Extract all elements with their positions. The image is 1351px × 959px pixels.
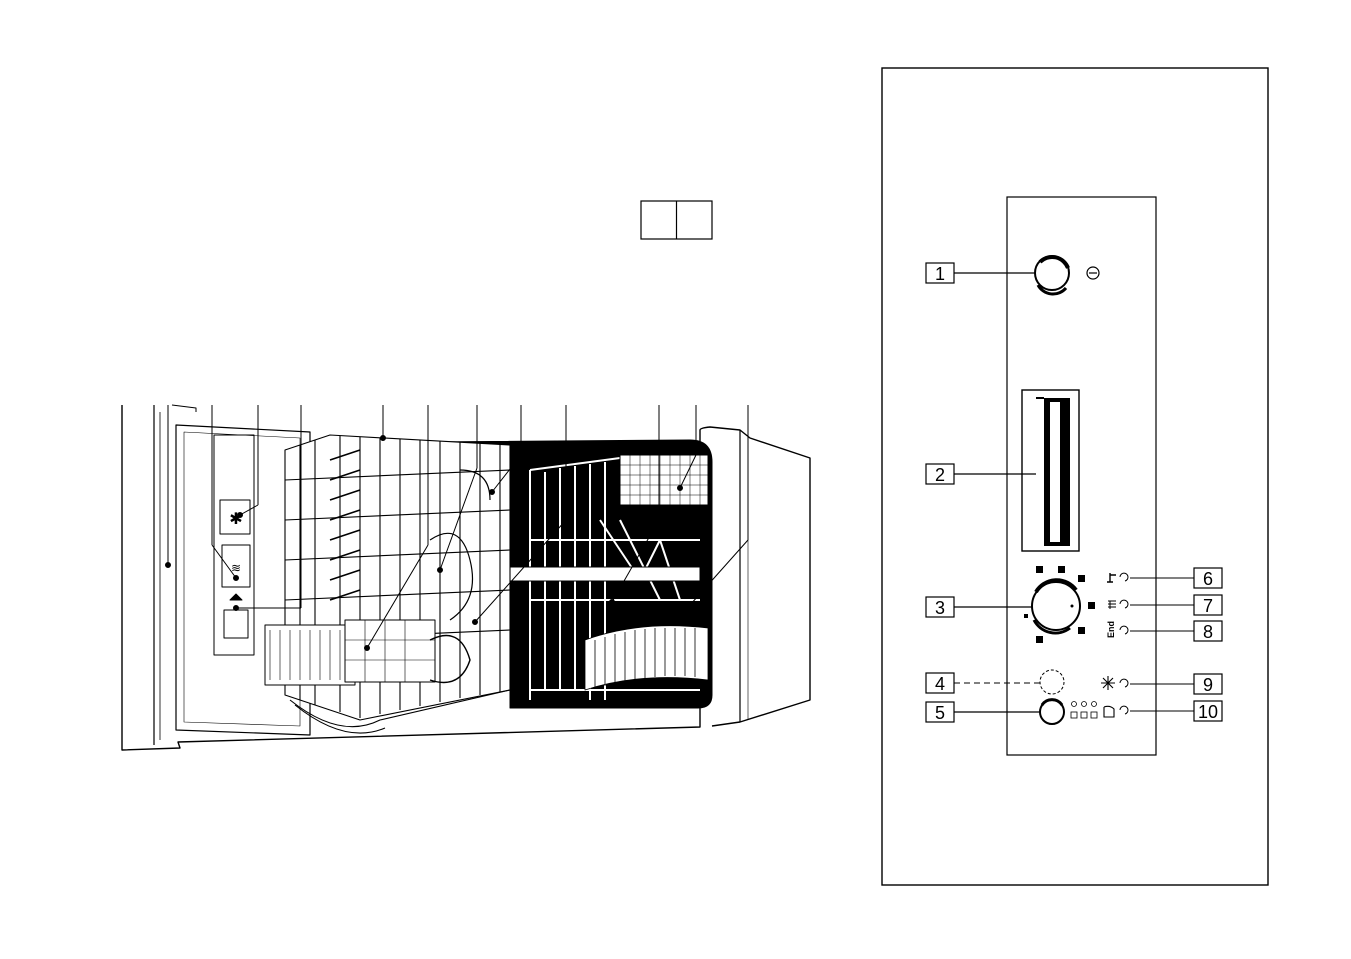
callout-7-label: 7: [1203, 596, 1213, 616]
program-display: [1022, 390, 1079, 551]
dishwasher-cutlery-basket-top: [620, 455, 708, 505]
indicator-end-label: End: [1106, 621, 1116, 638]
indicator-lamp-8: [1120, 626, 1128, 634]
callout-10-label: 10: [1198, 702, 1218, 722]
knob-5: [1040, 700, 1064, 724]
callout-3: 3: [926, 597, 1033, 618]
callout-7: 7: [1130, 595, 1222, 616]
callout-3-label: 3: [935, 598, 945, 618]
callout-4: 4: [926, 673, 1040, 694]
indicator-lamp-9: [1120, 679, 1128, 687]
callout-2: 2: [926, 464, 1036, 485]
knob-5-scale: [1071, 702, 1097, 719]
leader-dot-6: [365, 646, 370, 651]
control-panel-diagram: End 1 2 3 4 5: [882, 68, 1268, 885]
leader-dot-1: [166, 563, 171, 568]
dishwasher-cabinet: [700, 427, 810, 726]
power-icon: [1087, 267, 1099, 279]
callout-5-label: 5: [935, 703, 945, 723]
rinse-aid-icon: [1101, 676, 1115, 690]
page-marker-box: [641, 201, 712, 239]
leader-dot-4: [234, 606, 239, 611]
dashed-button-4: [1040, 670, 1064, 694]
dishwasher-spray-arm: [490, 567, 700, 581]
salt-icon: [1104, 706, 1114, 717]
indicator-lamp-6: [1120, 573, 1128, 581]
leader-dot-2: [234, 576, 239, 581]
callout-9-label: 9: [1203, 675, 1213, 695]
leader-dot-7: [438, 568, 443, 573]
callout-1: 1: [926, 263, 1036, 284]
leader-dot-5: [381, 436, 386, 441]
callout-8: 8: [1130, 621, 1222, 642]
dishwasher-illustration: ✱ ≋: [122, 405, 810, 750]
callout-2-label: 2: [935, 465, 945, 485]
leader-dot-3: [238, 513, 243, 518]
indicator-symbols: [1101, 573, 1128, 717]
rinse-icon: [1108, 601, 1116, 609]
callout-6: 6: [1130, 568, 1222, 589]
tap-icon: [1107, 573, 1116, 582]
leader-dot-11: [678, 486, 683, 491]
indicator-lamp-7: [1120, 600, 1128, 608]
leader-dot-9: [473, 620, 478, 625]
callout-9: 9: [1130, 674, 1222, 695]
callout-5: 5: [926, 702, 1040, 723]
callout-6-label: 6: [1203, 569, 1213, 589]
callout-1-label: 1: [935, 264, 945, 284]
leader-dot-10: [610, 600, 615, 605]
program-selector-knob: [1032, 580, 1080, 633]
callout-10: 10: [1130, 701, 1222, 722]
leader-dot-8: [490, 490, 495, 495]
leader-dot-12: [688, 603, 693, 608]
indicator-lamp-10: [1120, 706, 1128, 714]
main-switch: [1035, 256, 1069, 294]
callout-4-label: 4: [935, 674, 945, 694]
callout-8-label: 8: [1203, 622, 1213, 642]
